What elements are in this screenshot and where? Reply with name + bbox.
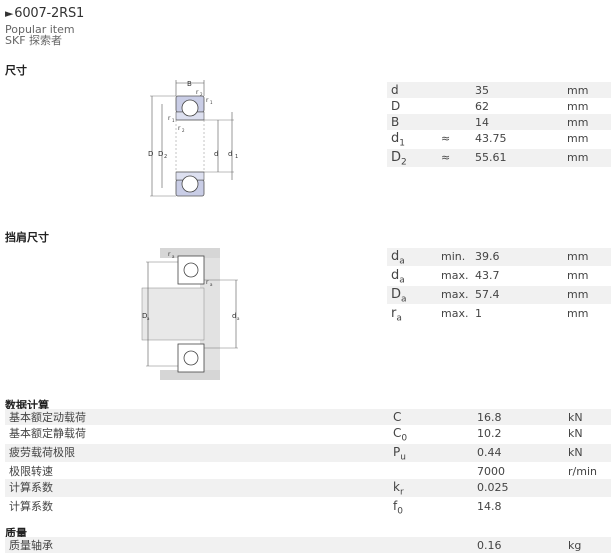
svg-text:a: a: [147, 316, 150, 321]
product-designation: 6007-2RS1: [14, 6, 85, 21]
table-row: 基本额定动载荷 C 16.8 kN: [5, 409, 611, 425]
table-row: 质量轴承 0.16 kg: [5, 537, 611, 553]
label-Da: D: [142, 312, 147, 320]
table-row: 计算系数 kr 0.025: [5, 479, 611, 497]
bearing-abutment-drawing: D a d a r a r a: [141, 248, 240, 380]
svg-text:2: 2: [164, 154, 167, 160]
product-title: ►6007-2RS1: [5, 6, 84, 21]
label-D: D: [148, 150, 153, 158]
section-abutment-heading: 挡肩尺寸: [5, 231, 49, 244]
label-r1-top: r: [206, 97, 209, 104]
popular-item-label: Popular item: [5, 23, 75, 36]
label-d1: d: [228, 150, 232, 158]
label-ra-inner: r: [206, 279, 209, 286]
label-d: d: [214, 150, 218, 158]
table-row: d1 ≈ 43.75 mm: [391, 131, 589, 149]
table-row: d 35 mm: [387, 82, 611, 98]
svg-text:1: 1: [172, 118, 175, 123]
svg-text:a: a: [237, 316, 240, 321]
svg-text:1: 1: [235, 154, 238, 160]
table-row: 计算系数 f0 14.8: [9, 499, 502, 517]
svg-text:a: a: [172, 254, 175, 259]
section-calculation-heading: 数据计算: [5, 399, 49, 412]
table-row: D 62 mm: [391, 99, 589, 113]
skf-explorer-label: SKF 探索者: [5, 34, 63, 47]
svg-text:1: 1: [210, 100, 213, 105]
table-row: Da max. 57.4 mm: [387, 286, 611, 305]
table-row: 极限转速 7000 r/min: [9, 465, 597, 478]
label-da: d: [232, 312, 236, 320]
label-ra-top: r: [168, 251, 171, 258]
table-row: B 14 mm: [387, 114, 611, 130]
label-r2-inner: r: [178, 125, 181, 132]
table-row: D2 ≈ 55.61 mm: [387, 149, 611, 168]
bearing-dimension-drawing: B D D 2 d d 1 r 2 r 1 r 1 r 2: [148, 80, 238, 197]
label-r1-left: r: [168, 115, 171, 122]
svg-text:2: 2: [182, 128, 185, 133]
label-r2-top: r: [196, 89, 199, 96]
section-mass-heading: 质量: [5, 527, 27, 540]
table-row: 疲劳载荷极限 Pu 0.44 kN: [5, 444, 611, 462]
table-row: ra max. 1 mm: [391, 306, 589, 324]
svg-text:a: a: [210, 282, 213, 287]
table-row: da max. 43.7 mm: [391, 268, 589, 286]
svg-text:2: 2: [200, 92, 203, 97]
label-D2: D: [158, 150, 163, 158]
section-dimensions-heading: 尺寸: [5, 64, 27, 77]
label-B: B: [187, 80, 192, 88]
table-row: 基本额定静载荷 C0 10.2 kN: [9, 426, 583, 444]
arrow-icon: ►: [5, 7, 14, 20]
table-row: da min. 39.6 mm: [387, 248, 611, 267]
